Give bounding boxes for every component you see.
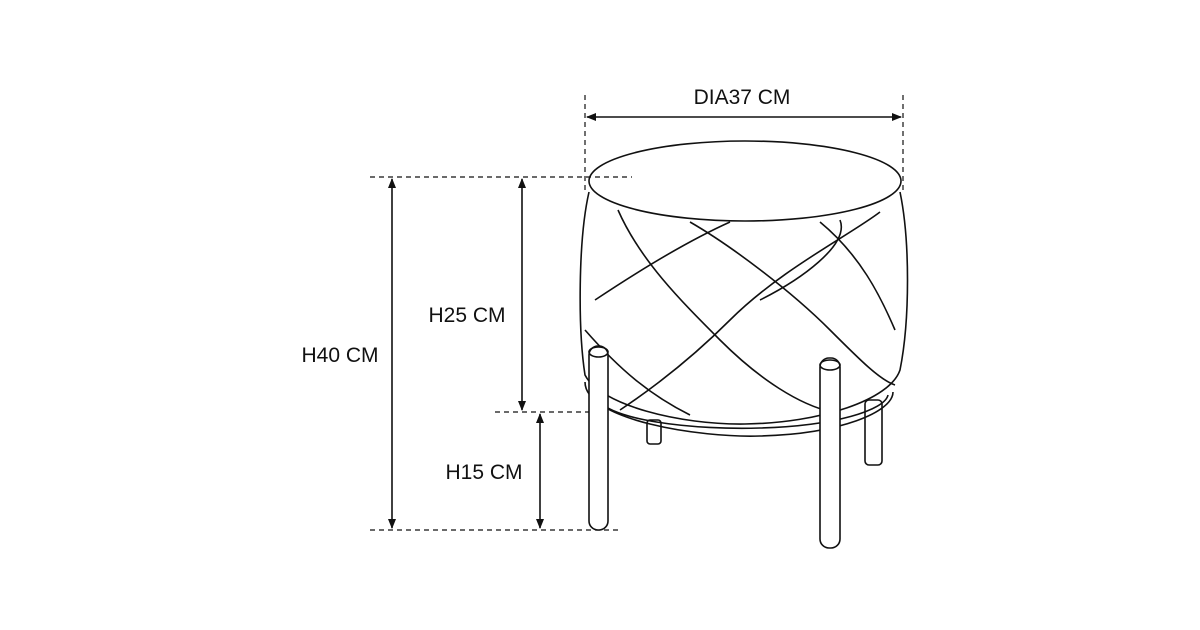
back-legs xyxy=(646,399,883,466)
seat-height-label: H25 CM xyxy=(428,304,505,327)
leg-height-label: H15 CM xyxy=(445,461,522,484)
front-legs xyxy=(588,345,841,549)
diameter-label: DIA37 CM xyxy=(694,86,791,109)
seat-top xyxy=(588,140,902,222)
total-height-label: H40 CM xyxy=(301,344,378,367)
ottoman-body xyxy=(579,191,909,425)
base-ring xyxy=(584,381,894,437)
guide-lines xyxy=(370,95,904,531)
